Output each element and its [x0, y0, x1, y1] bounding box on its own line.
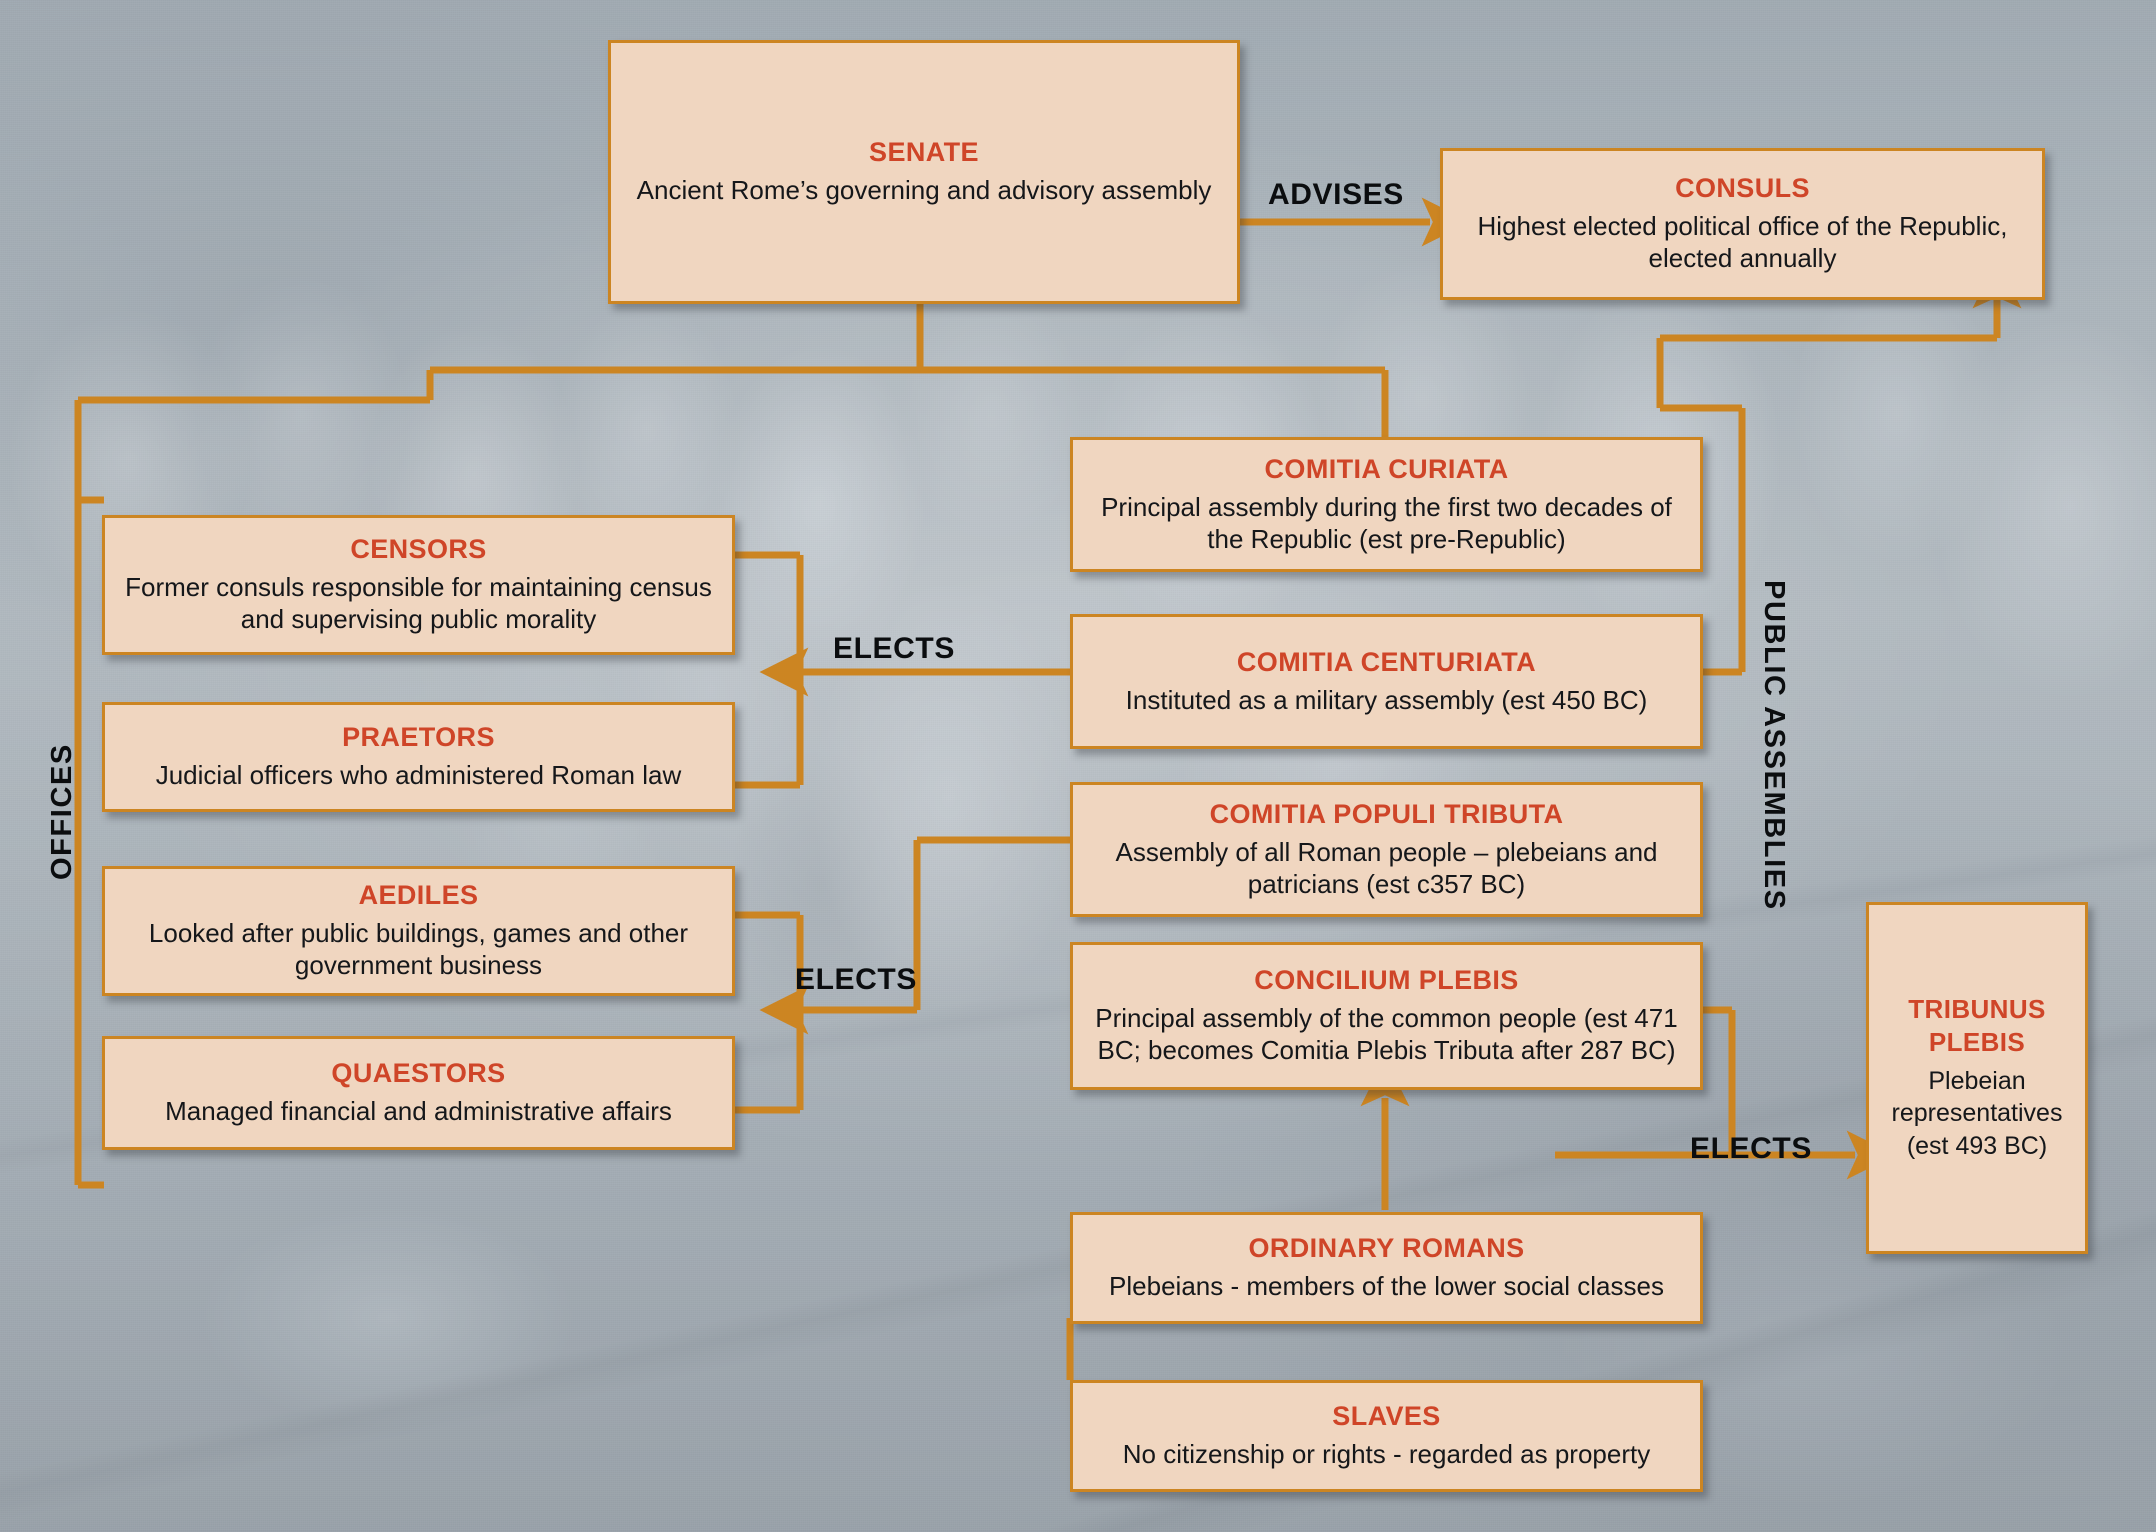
node-consuls-description: Highest elected political office of the …	[1477, 211, 2008, 274]
relation-label-elects-top: ELECTS	[833, 632, 955, 665]
node-senate[interactable]: SENATE Ancient Rome’s governing and advi…	[608, 40, 1240, 304]
node-comitia-centuriata-title: COMITIA CENTURIATA	[1236, 646, 1537, 677]
node-concilium-plebis-description: Principal assembly of the common people …	[1095, 1003, 1678, 1066]
relation-label-elects-right: ELECTS	[1690, 1132, 1812, 1165]
node-senate-description: Ancient Rome’s governing and advisory as…	[636, 175, 1212, 206]
node-aediles-description: Looked after public buildings, games and…	[148, 918, 689, 981]
node-tribunus-plebis-title-line2: PLEBIS	[1928, 1027, 2026, 1058]
node-slaves-title: SLAVES	[1332, 1401, 1441, 1432]
node-consuls-title: CONSULS	[1675, 173, 1810, 204]
node-aediles-title: AEDILES	[358, 880, 479, 911]
node-comitia-centuriata[interactable]: COMITIA CENTURIATA Instituted as a milit…	[1070, 614, 1703, 749]
node-comitia-populi-tributa[interactable]: COMITIA POPULI TRIBUTA Assembly of all R…	[1070, 782, 1703, 917]
node-praetors[interactable]: PRAETORS Judicial officers who administe…	[102, 702, 735, 812]
node-slaves-description: No citizenship or rights - regarded as p…	[1122, 1439, 1651, 1470]
node-censors-title: CENSORS	[350, 534, 487, 565]
node-ordinary-romans-description: Plebeians - members of the lower social …	[1109, 1271, 1664, 1302]
node-comitia-curiata-description: Principal assembly during the first two …	[1101, 491, 1672, 554]
node-slaves[interactable]: SLAVES No citizenship or rights - regard…	[1070, 1380, 1703, 1492]
node-quaestors-description: Managed financial and administrative aff…	[165, 1096, 672, 1127]
relation-label-advises: ADVISES	[1268, 178, 1404, 211]
node-concilium-plebis-title: CONCILIUM PLEBIS	[1254, 965, 1519, 996]
node-comitia-curiata-title: COMITIA CURIATA	[1264, 453, 1509, 484]
node-comitia-populi-tributa-title: COMITIA POPULI TRIBUTA	[1209, 798, 1564, 829]
node-consuls[interactable]: CONSULS Highest elected political office…	[1440, 148, 2045, 300]
node-comitia-centuriata-description: Instituted as a military assembly (est 4…	[1125, 684, 1648, 715]
group-label-offices: OFFICES	[46, 743, 78, 880]
node-censors[interactable]: CENSORS Former consuls responsible for m…	[102, 515, 735, 655]
node-praetors-title: PRAETORS	[342, 722, 495, 753]
node-censors-description: Former consuls responsible for maintaini…	[125, 572, 712, 635]
node-tribunus-plebis-description: Plebeian representatives (est 493 BC)	[1891, 1066, 2063, 1160]
node-praetors-description: Judicial officers who administered Roman…	[155, 760, 682, 791]
node-tribunus-plebis[interactable]: TRIBUNUS PLEBIS Plebeian representatives…	[1866, 902, 2088, 1254]
node-comitia-populi-tributa-description: Assembly of all Roman people – plebeians…	[1115, 836, 1658, 899]
node-concilium-plebis[interactable]: CONCILIUM PLEBIS Principal assembly of t…	[1070, 942, 1703, 1090]
group-label-public-assemblies: PUBLIC ASSEMBLIES	[1758, 580, 1790, 911]
node-aediles[interactable]: AEDILES Looked after public buildings, g…	[102, 866, 735, 996]
node-quaestors[interactable]: QUAESTORS Managed financial and administ…	[102, 1036, 735, 1150]
node-tribunus-plebis-title-line1: TRIBUNUS	[1908, 993, 2046, 1024]
node-comitia-curiata[interactable]: COMITIA CURIATA Principal assembly durin…	[1070, 437, 1703, 572]
node-quaestors-title: QUAESTORS	[331, 1058, 506, 1089]
relation-label-elects-mid: ELECTS	[795, 963, 917, 996]
node-ordinary-romans[interactable]: ORDINARY ROMANS Plebeians - members of t…	[1070, 1212, 1703, 1324]
node-ordinary-romans-title: ORDINARY ROMANS	[1248, 1233, 1525, 1264]
node-senate-title: SENATE	[869, 137, 979, 168]
